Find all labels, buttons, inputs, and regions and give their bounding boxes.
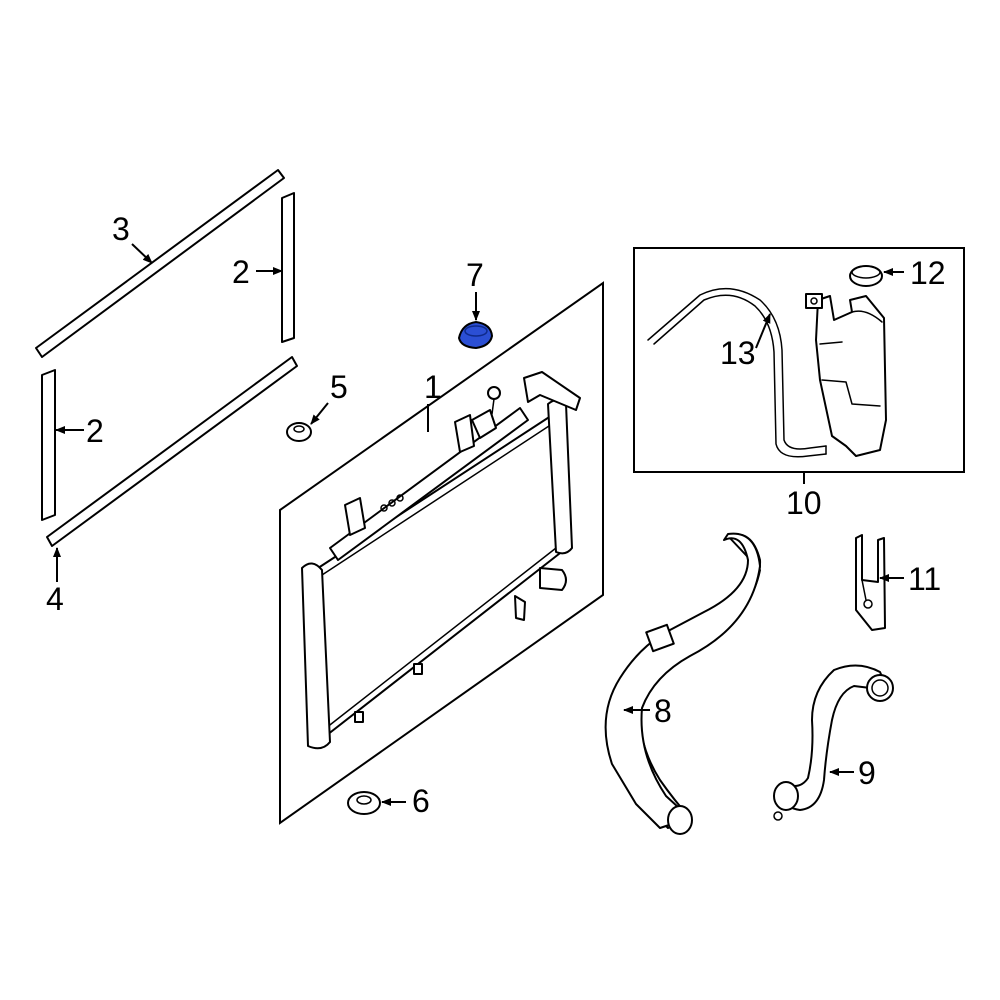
side-seal-left[interactable] <box>41 369 56 521</box>
callout-2-left: 2 <box>86 413 104 449</box>
upper-seal-strip[interactable] <box>35 169 285 358</box>
lower-seal-strip[interactable] <box>46 356 298 547</box>
callout-4: 4 <box>46 581 64 617</box>
callout-2-upper: 2 <box>232 254 250 290</box>
upper-mount-grommet[interactable] <box>286 422 312 442</box>
callout-1: 1 <box>424 369 442 405</box>
reservoir-tank[interactable] <box>805 293 887 457</box>
callout-labels: 3 2 2 4 5 1 6 7 12 13 10 11 8 9 <box>46 211 946 819</box>
radiator-assembly[interactable] <box>279 281 604 825</box>
side-seal-upper[interactable] <box>281 192 295 343</box>
callout-9: 9 <box>858 755 876 791</box>
radiator-cap-highlighted[interactable] <box>457 320 494 350</box>
lower-radiator-hose[interactable] <box>773 664 894 821</box>
callout-7: 7 <box>466 257 484 293</box>
leader-13 <box>755 313 771 349</box>
coolant-reservoir-kit-panel[interactable] <box>633 247 965 473</box>
callout-11: 11 <box>908 561 941 597</box>
upper-radiator-hose[interactable] <box>604 532 762 835</box>
lower-mount-grommet[interactable] <box>347 791 381 815</box>
callout-8: 8 <box>654 693 672 729</box>
callout-3: 3 <box>112 211 130 247</box>
leader-3 <box>131 243 153 264</box>
callout-6: 6 <box>412 783 430 819</box>
leader-lines <box>53 243 904 806</box>
callout-5: 5 <box>330 369 348 405</box>
callout-12: 12 <box>910 255 946 291</box>
callout-13: 13 <box>720 335 756 371</box>
overflow-hose[interactable] <box>647 287 827 458</box>
leader-5 <box>310 402 329 425</box>
reservoir-bracket[interactable] <box>855 534 886 631</box>
callout-10: 10 <box>786 485 822 521</box>
reservoir-cap[interactable] <box>849 265 883 287</box>
